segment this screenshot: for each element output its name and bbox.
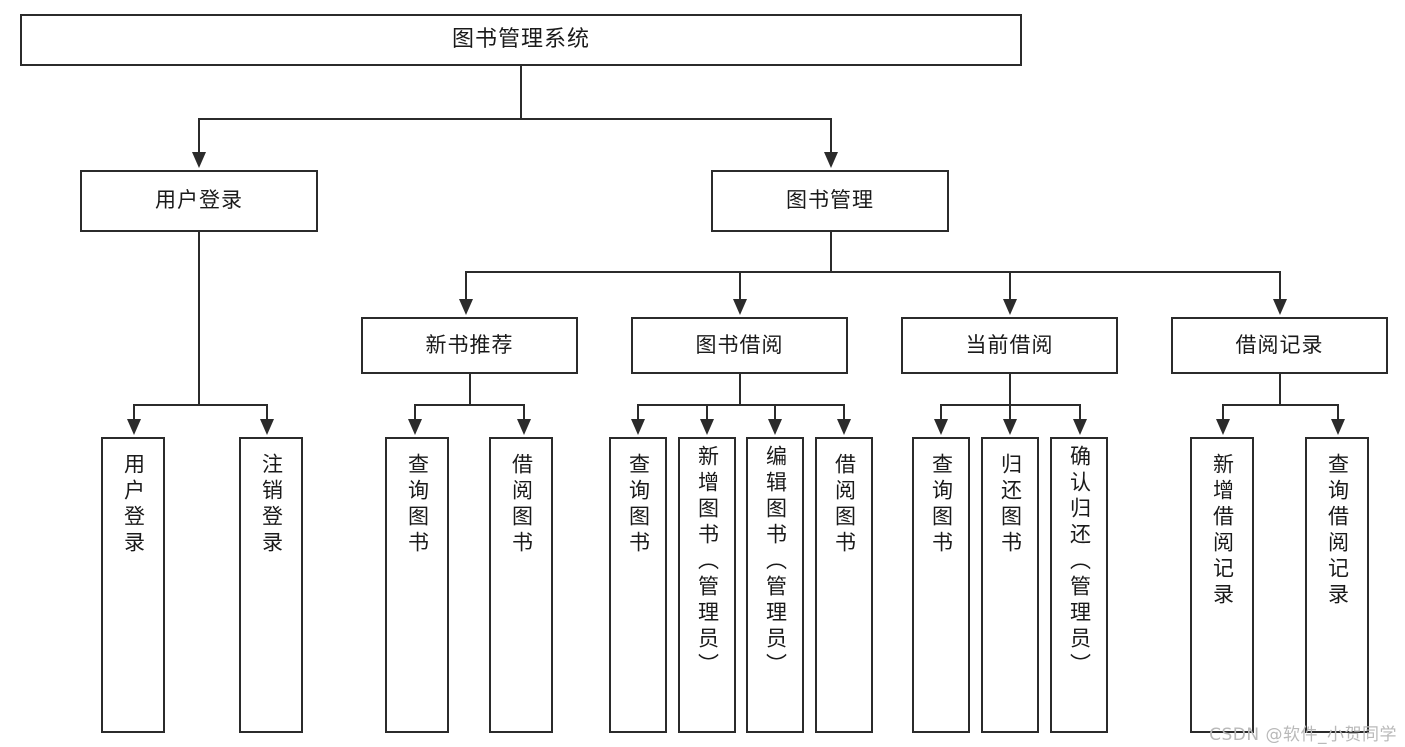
edge-br-bus [1222, 404, 1338, 406]
arrow-user-login-leaf-2 [260, 419, 274, 435]
arrow-bm-new-book-recommend [459, 299, 473, 315]
edge-bb-drop-4 [843, 404, 845, 421]
node-book-borrow[interactable]: 图书借阅 [631, 317, 848, 374]
edge-user-login-drop-2 [266, 404, 268, 421]
edge-cb-stem [1009, 374, 1011, 405]
node-borrow-record-label: 借阅记录 [1235, 332, 1324, 357]
node-leaf-confirm-return[interactable]: 确认归还（管理员） [1050, 437, 1108, 733]
arrow-bm-book-borrow [733, 299, 747, 315]
node-leaf-add-book[interactable]: 新增图书（管理员） [678, 437, 736, 733]
node-leaf-confirm-return-label: 确认归还（管理员） [1067, 445, 1092, 679]
node-leaf-add-book-label: 新增图书（管理员） [695, 445, 720, 679]
node-leaf-user-login-label: 用户登录 [121, 453, 146, 557]
node-root-label: 图书管理系统 [451, 26, 590, 52]
edge-cb-drop-2 [1009, 404, 1011, 421]
node-leaf-edit-book-label: 编辑图书（管理员） [763, 445, 788, 679]
arrow-bm-borrow-record [1273, 299, 1287, 315]
node-book-borrow-label: 图书借阅 [695, 332, 784, 357]
node-leaf-borrow-book-2[interactable]: 借阅图书 [815, 437, 873, 733]
edge-user-login-stem [198, 232, 200, 405]
edge-nbr-stem [469, 374, 471, 405]
node-current-borrow[interactable]: 当前借阅 [901, 317, 1118, 374]
edge-bm-drop-1 [465, 271, 467, 301]
arrow-nbr-leaf-2 [517, 419, 531, 435]
node-root[interactable]: 图书管理系统 [20, 14, 1022, 66]
node-leaf-query-book-1-label: 查询图书 [405, 453, 430, 557]
edge-nbr-bus [414, 404, 524, 406]
arrow-bb-leaf-4 [837, 419, 851, 435]
edge-br-drop-2 [1337, 404, 1339, 421]
node-leaf-query-book-2[interactable]: 查询图书 [609, 437, 667, 733]
edge-cb-drop-1 [940, 404, 942, 421]
edge-root-bus [198, 118, 832, 120]
node-leaf-borrow-book-2-label: 借阅图书 [832, 453, 857, 557]
node-new-book-recommend[interactable]: 新书推荐 [361, 317, 578, 374]
edge-root-to-book-manage [830, 118, 832, 154]
edge-bm-drop-4 [1279, 271, 1281, 301]
arrow-br-leaf-2 [1331, 419, 1345, 435]
node-leaf-return-book[interactable]: 归还图书 [981, 437, 1039, 733]
node-book-manage-label: 图书管理 [786, 188, 874, 213]
edge-bm-drop-2 [739, 271, 741, 301]
arrow-cb-leaf-3 [1073, 419, 1087, 435]
arrow-user-login-leaf-1 [127, 419, 141, 435]
edge-nbr-drop-2 [523, 404, 525, 421]
edge-bb-drop-3 [774, 404, 776, 421]
edge-br-stem [1279, 374, 1281, 405]
node-leaf-edit-book[interactable]: 编辑图书（管理员） [746, 437, 804, 733]
node-leaf-logout[interactable]: 注销登录 [239, 437, 303, 733]
node-leaf-borrow-book-1-label: 借阅图书 [509, 453, 534, 557]
node-leaf-borrow-book-1[interactable]: 借阅图书 [489, 437, 553, 733]
edge-bb-stem [739, 374, 741, 405]
node-leaf-query-book-3[interactable]: 查询图书 [912, 437, 970, 733]
arrow-bb-leaf-2 [700, 419, 714, 435]
node-user-login-label: 用户登录 [155, 188, 243, 213]
node-leaf-user-login[interactable]: 用户登录 [101, 437, 165, 733]
arrow-nbr-leaf-1 [408, 419, 422, 435]
csdn-watermark: CSDN @软件_小贺同学 [1209, 725, 1397, 745]
edge-cb-drop-3 [1079, 404, 1081, 421]
edge-nbr-drop-1 [414, 404, 416, 421]
edge-book-manage-stem [830, 232, 832, 272]
edge-user-login-drop-1 [133, 404, 135, 421]
node-current-borrow-label: 当前借阅 [965, 332, 1054, 357]
arrow-root-to-user-login [192, 152, 206, 168]
node-leaf-query-book-3-label: 查询图书 [929, 453, 954, 557]
node-leaf-query-record[interactable]: 查询借阅记录 [1305, 437, 1369, 733]
node-book-manage[interactable]: 图书管理 [711, 170, 949, 232]
arrow-cb-leaf-1 [934, 419, 948, 435]
node-leaf-logout-label: 注销登录 [259, 453, 284, 557]
edge-root-stem [520, 66, 522, 118]
arrow-bm-current-borrow [1003, 299, 1017, 315]
edge-root-to-user-login [198, 118, 200, 154]
edge-br-drop-1 [1222, 404, 1224, 421]
arrow-bb-leaf-3 [768, 419, 782, 435]
node-leaf-query-book-1[interactable]: 查询图书 [385, 437, 449, 733]
node-leaf-return-book-label: 归还图书 [998, 453, 1023, 557]
node-new-book-recommend-label: 新书推荐 [425, 332, 514, 357]
edge-bb-drop-2 [706, 404, 708, 421]
arrow-root-to-book-manage [824, 152, 838, 168]
arrow-br-leaf-1 [1216, 419, 1230, 435]
node-borrow-record[interactable]: 借阅记录 [1171, 317, 1388, 374]
node-leaf-query-book-2-label: 查询图书 [626, 453, 651, 557]
node-leaf-query-record-label: 查询借阅记录 [1325, 453, 1350, 609]
edge-bb-drop-1 [637, 404, 639, 421]
node-leaf-add-record[interactable]: 新增借阅记录 [1190, 437, 1254, 733]
arrow-cb-leaf-2 [1003, 419, 1017, 435]
edge-user-login-bus [133, 404, 266, 406]
edge-bb-bus [637, 404, 845, 406]
arrow-bb-leaf-1 [631, 419, 645, 435]
node-user-login[interactable]: 用户登录 [80, 170, 318, 232]
node-leaf-add-record-label: 新增借阅记录 [1210, 453, 1235, 609]
edge-book-manage-bus [465, 271, 1280, 273]
edge-bm-drop-3 [1009, 271, 1011, 301]
